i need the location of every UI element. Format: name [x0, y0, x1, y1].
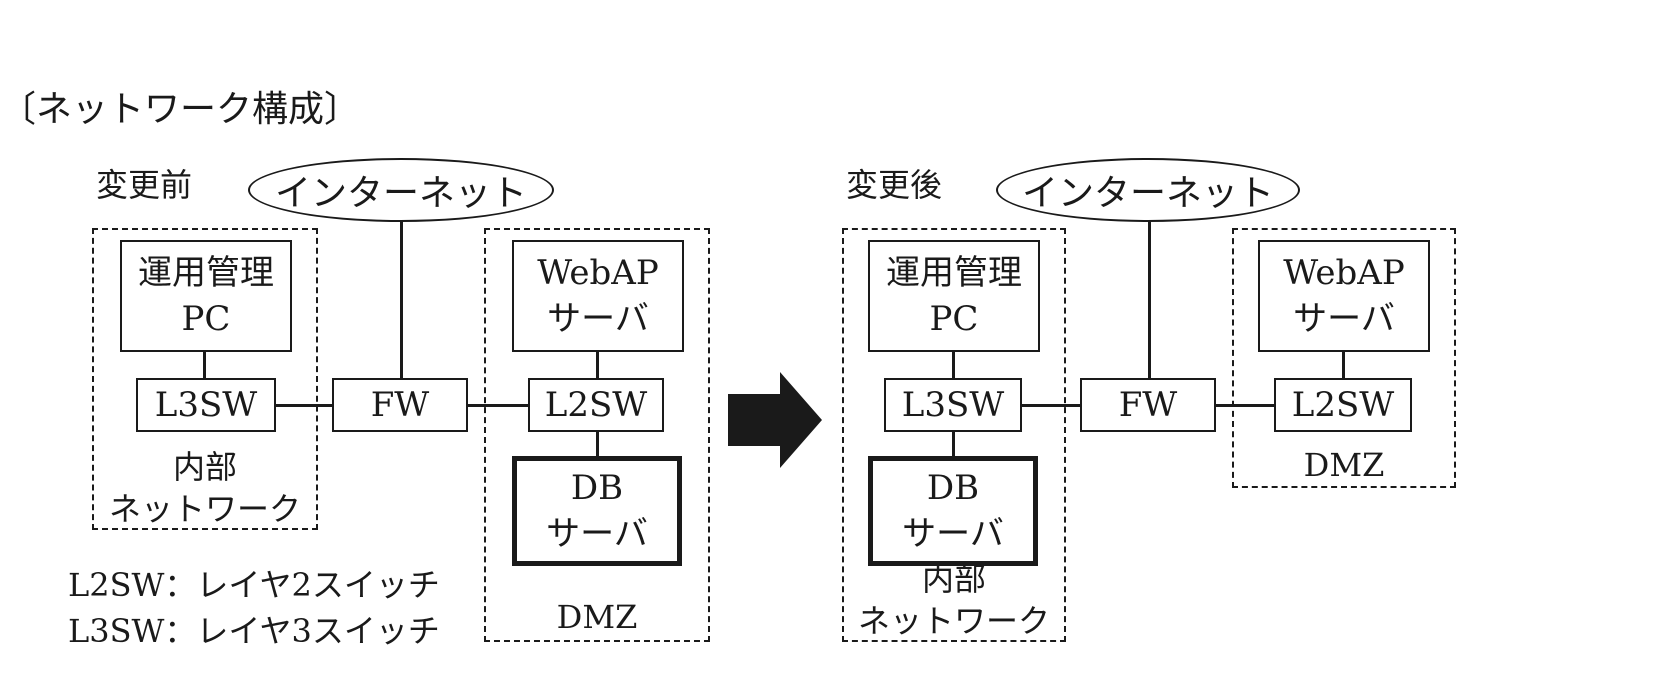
before-l2sw-box: L2SW	[528, 378, 664, 432]
before-fw-box: FW	[332, 378, 468, 432]
before-l3sw-fw-link	[274, 404, 334, 407]
before-webap-line2: サーバ	[547, 299, 649, 339]
legend-l2sw: L2SW：レイヤ2スイッチ	[68, 566, 440, 604]
after-webap-line2: サーバ	[1293, 299, 1395, 339]
before-pc-l3sw-link	[203, 352, 206, 378]
before-l2sw-db-link	[596, 432, 599, 458]
after-l2sw-box: L2SW	[1274, 378, 1412, 432]
after-webap-box: WebAP サーバ	[1258, 240, 1430, 352]
before-l3sw-box: L3SW	[136, 378, 276, 432]
after-webap-line1: WebAP	[1283, 253, 1405, 293]
after-internal-zone	[842, 228, 1066, 642]
after-internal-zone-label: 内部 ネットワーク	[844, 558, 1064, 642]
after-dmz-zone	[1232, 228, 1456, 488]
before-internal-label-line2: ネットワーク	[108, 490, 301, 528]
before-internet-cloud: インターネット	[248, 158, 554, 222]
before-dmz-zone-label: DMZ	[556, 598, 638, 636]
before-webap-l2sw-link	[596, 350, 599, 378]
before-dmz-zone	[484, 228, 710, 642]
after-internal-label-line1: 内部	[921, 560, 986, 598]
before-ops-pc-line1: 運用管理	[138, 253, 274, 293]
after-internet-cloud: インターネット	[996, 158, 1300, 222]
after-l3sw-db-link	[952, 432, 955, 458]
before-db-line1: DB	[570, 468, 624, 508]
legend-l3sw: L3SW：レイヤ3スイッチ	[68, 612, 440, 650]
after-ops-pc-box: 運用管理 PC	[868, 240, 1040, 352]
before-fw-l2sw-link	[466, 404, 528, 407]
after-l3sw-box: L3SW	[884, 378, 1022, 432]
diagram-title: 〔ネットワーク構成〕	[0, 89, 361, 130]
after-db-line2: サーバ	[902, 514, 1004, 554]
before-ops-pc-line2: PC	[181, 299, 231, 339]
after-ops-pc-line2: PC	[929, 299, 979, 339]
after-db-box: DB サーバ	[868, 456, 1038, 566]
after-db-line1: DB	[926, 468, 980, 508]
after-internal-label-line2: ネットワーク	[857, 602, 1050, 640]
before-db-box: DB サーバ	[512, 456, 682, 566]
after-fw-box: FW	[1080, 378, 1216, 432]
after-pc-l3sw-link	[952, 352, 955, 378]
after-l3sw-fw-link	[1020, 404, 1082, 407]
after-fw-l2sw-link	[1214, 404, 1276, 407]
after-internet-fw-link	[1148, 222, 1151, 378]
before-webap-box: WebAP サーバ	[512, 240, 684, 352]
before-webap-line1: WebAP	[537, 253, 659, 293]
after-ops-pc-line1: 運用管理	[886, 253, 1022, 293]
after-dmz-zone-label: DMZ	[1303, 446, 1385, 484]
before-internal-zone-label: 内部 ネットワーク	[94, 446, 316, 530]
before-ops-pc-box: 運用管理 PC	[120, 240, 292, 352]
before-internal-label-line1: 内部	[172, 448, 237, 486]
right-arrow-icon	[728, 372, 822, 468]
after-webap-l2sw-link	[1342, 350, 1345, 378]
before-internet-fw-link	[400, 222, 403, 378]
before-internal-zone	[92, 228, 318, 530]
after-phase-label: 変更後	[846, 166, 943, 204]
before-db-line2: サーバ	[546, 514, 648, 554]
before-phase-label: 変更前	[96, 166, 193, 204]
